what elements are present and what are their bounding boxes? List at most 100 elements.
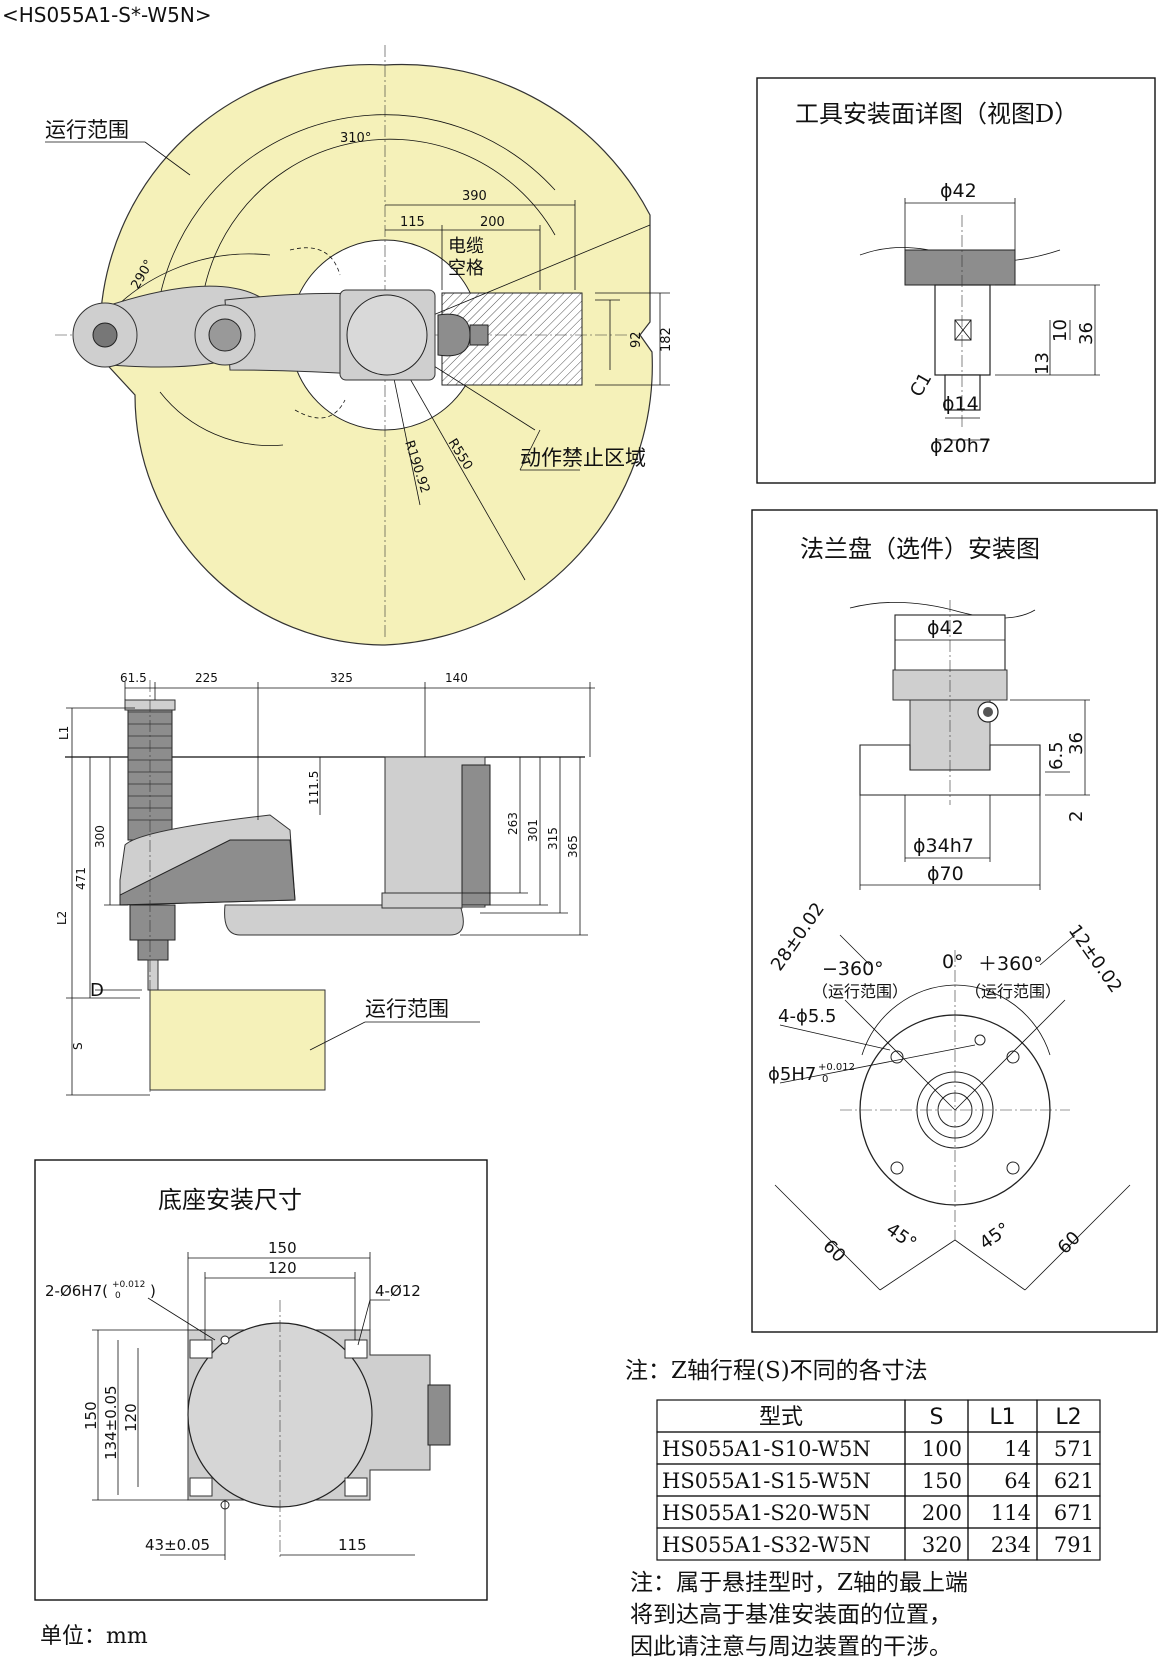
dim-471: 471 [74, 867, 88, 890]
angle-310: 310° [340, 131, 371, 146]
tol-12: 12±0.02 [1064, 921, 1126, 997]
table-cell: HS055A1-S20-W5N [662, 1501, 871, 1525]
dim-115: 115 [400, 215, 425, 230]
forbidden-label: 动作禁止区域 [520, 446, 646, 470]
tool-c1: C1 [906, 369, 936, 400]
table-cell: 100 [922, 1437, 962, 1461]
tool-detail-title: 工具安装面详图（视图D） [795, 100, 1078, 128]
range-right: （运行范围） [965, 982, 1061, 1001]
flange-holes: 4-ϕ5.5 [778, 1006, 836, 1027]
side-range-label: 运行范围 [365, 997, 449, 1021]
dim-263: 263 [506, 812, 520, 835]
dim-92: 92 [629, 331, 644, 348]
dim-390: 390 [462, 189, 487, 204]
table-cell: HS055A1-S32-W5N [662, 1533, 871, 1557]
dim-300: 300 [93, 825, 107, 848]
dim-s: S [71, 1042, 85, 1050]
dim-365: 365 [566, 835, 580, 858]
flange-detail-title: 法兰盘（选件）安装图 [800, 535, 1040, 563]
dim-l2: L2 [55, 911, 69, 925]
base-pin-tol-up: +0.012 [112, 1280, 145, 1290]
flange-d42: ϕ42 [927, 617, 964, 639]
flange-pin: ϕ5H7 [768, 1064, 816, 1085]
dim-200: 200 [480, 215, 505, 230]
tool-detail: 工具安装面详图（视图D） ϕ42 ϕ14 ϕ20h7 C1 36 13 10 [756, 77, 1156, 484]
dim-l1: L1 [57, 726, 71, 740]
tool-d42: ϕ42 [940, 180, 977, 202]
table-cell: 200 [922, 1501, 962, 1525]
table-note: 注：Z轴行程(S)不同的各寸法 [625, 1358, 928, 1384]
flange-ang-45b: 45° [976, 1219, 1014, 1255]
dim-111-5: 111.5 [307, 771, 321, 805]
base-dim-150-left: 150 [82, 1401, 100, 1430]
tool-d14: ϕ14 [942, 393, 979, 415]
top-range-label: 运行范围 [45, 118, 129, 142]
model-title: <HS055A1-S*-W5N> [2, 3, 212, 27]
cable-label-1: 电缆 [448, 236, 484, 257]
dim-325: 325 [330, 671, 353, 685]
flange-dim-60a: 60 [818, 1236, 849, 1267]
dim-315: 315 [546, 827, 560, 850]
angle-minus-360: −360° [822, 958, 884, 980]
base-detail: 底座安装尺寸 150 120 2-Ø6H7( +0.012 0 ) 4-Ø [34, 1159, 488, 1601]
tool-dim-13: 13 [1032, 352, 1053, 375]
base-dim-120-top: 120 [268, 1259, 297, 1277]
top-view: 运行范围 动作禁止区域 电缆 空格 310° 290° 390 115 200 … [45, 45, 674, 646]
base-detail-title: 底座安装尺寸 [158, 1186, 302, 1214]
unit-label: 单位：mm [40, 1624, 148, 1649]
base-dim-150-top: 150 [268, 1239, 297, 1257]
table-cell: 320 [922, 1533, 962, 1557]
footer-note-1: 注：属于悬挂型时，Z轴的最上端 [630, 1570, 968, 1596]
flange-dim-60b: 60 [1054, 1227, 1085, 1258]
flange-ang-45a: 45° [882, 1219, 920, 1255]
range-left: （运行范围） [812, 982, 908, 1001]
table-header-cell: L2 [1055, 1405, 1081, 1430]
view-d-label: D [90, 980, 104, 1001]
footer-note-2: 将到达高于基准安装面的位置， [630, 1602, 952, 1628]
table-cell: 791 [1054, 1533, 1094, 1557]
table-header-cell: S [930, 1405, 944, 1430]
base-dim-134: 134±0.05 [102, 1385, 120, 1460]
table-cell: 621 [1054, 1469, 1094, 1493]
dim-140: 140 [445, 671, 468, 685]
base-pin-holes: 2-Ø6H7( [45, 1282, 108, 1300]
base-pin-close: ) [150, 1282, 156, 1300]
base-holes: 4-Ø12 [375, 1282, 421, 1300]
tool-d20h7: ϕ20h7 [930, 435, 991, 457]
flange-dim-6-5: 6.5 [1046, 741, 1067, 770]
table-cell: 64 [1004, 1469, 1031, 1493]
flange-dim-36: 36 [1066, 732, 1087, 755]
z-range-area [149, 989, 326, 1091]
base-pin-tol-low: 0 [115, 1291, 121, 1301]
table-header-cell: L1 [989, 1405, 1015, 1430]
table-cell: 150 [922, 1469, 962, 1493]
table-cell: 571 [1054, 1437, 1094, 1461]
tool-dim-10: 10 [1050, 319, 1071, 342]
side-view: 运行范围 D 61.5 225 325 140 L1 L2 S 300 471 … [55, 671, 595, 1096]
flange-d34h7: ϕ34h7 [913, 835, 974, 857]
table-header-cell: 型式 [759, 1405, 803, 1430]
flange-dim-2: 2 [1066, 811, 1087, 822]
table-cell: 114 [991, 1501, 1031, 1525]
table-cell: 671 [1054, 1501, 1094, 1525]
base-dim-120-left: 120 [122, 1403, 140, 1432]
dim-301: 301 [526, 819, 540, 842]
flange-pin-tol-up: +0.012 [818, 1062, 855, 1073]
dim-61-5: 61.5 [120, 671, 147, 685]
footer-note-3: 因此请注意与周边装置的干涉。 [630, 1634, 952, 1660]
flange-detail: 法兰盘（选件）安装图 ϕ42 ϕ34h7 ϕ70 36 6.5 2 [751, 509, 1158, 1333]
table-cell: 234 [991, 1533, 1031, 1557]
angle-zero: 0° [942, 951, 964, 973]
angle-plus-360: ＋360° [978, 953, 1043, 975]
table-cell-border [1036, 1527, 1101, 1561]
tol-28: 28±0.02 [767, 899, 829, 975]
tool-dim-36: 36 [1076, 322, 1097, 345]
table-cell: 14 [1004, 1437, 1031, 1461]
base-dim-115: 115 [338, 1536, 367, 1554]
cable-label-2: 空格 [448, 258, 484, 279]
table-cell: HS055A1-S10-W5N [662, 1437, 871, 1461]
flange-d70: ϕ70 [927, 863, 964, 885]
